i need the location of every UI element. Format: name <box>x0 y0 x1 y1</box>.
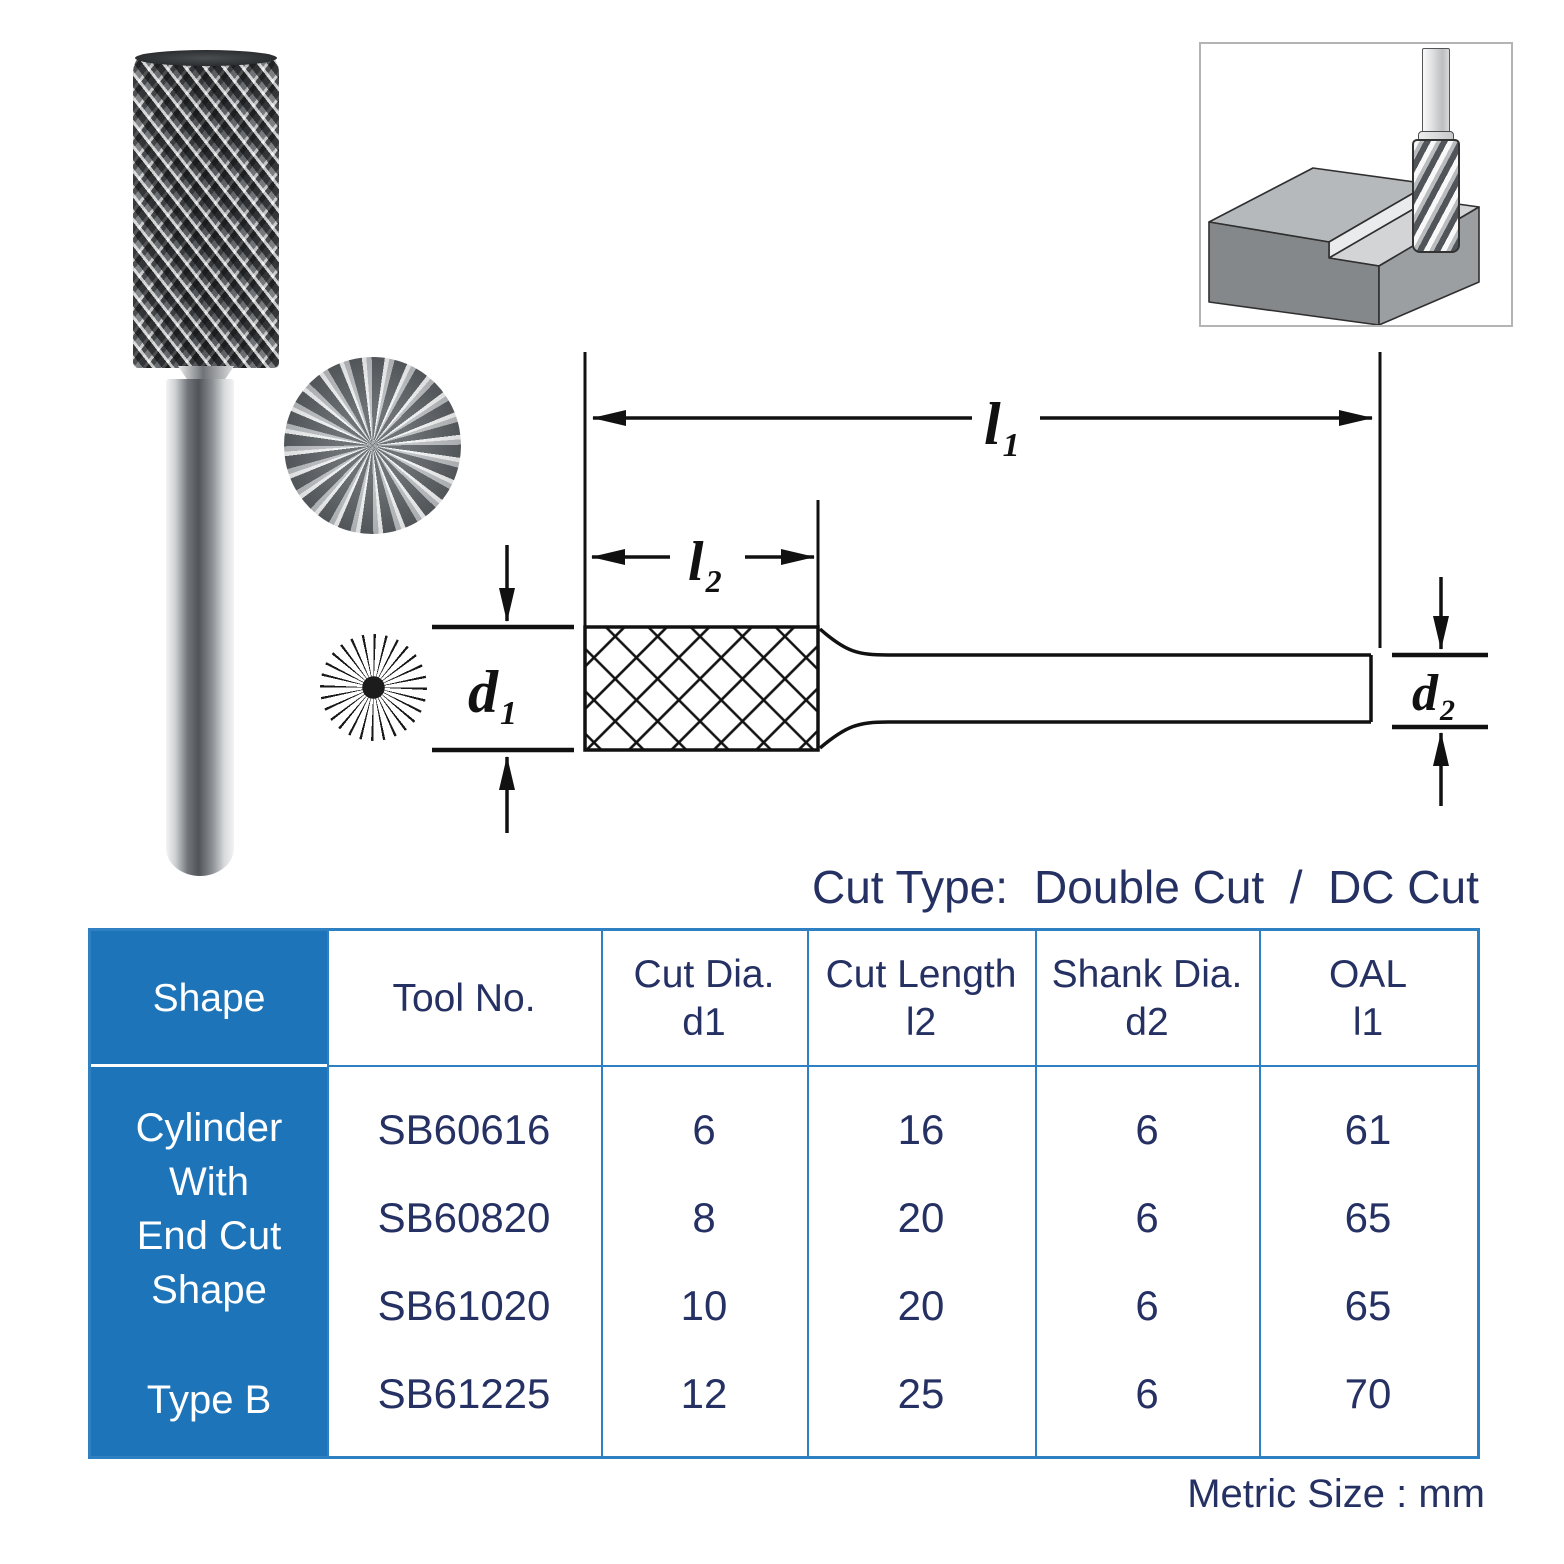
header-tool-no: Tool No. <box>392 976 536 1020</box>
header-shape: Shape <box>152 976 266 1020</box>
shank-dia-value: 6 <box>1135 1370 1159 1417</box>
tool-no-value: SB61020 <box>377 1282 551 1329</box>
table-gridline <box>807 931 809 1456</box>
shape-type-label: Type B <box>146 1378 272 1422</box>
l1-label: l1 <box>984 391 1020 464</box>
d2-dimension: d2 <box>1392 577 1488 806</box>
burr-side-view <box>583 625 1373 752</box>
shank-dia-value: 6 <box>1135 1282 1159 1329</box>
burr-head-photo <box>133 50 279 368</box>
header-shank-dia: Shank Dia.d2 <box>1051 952 1243 1044</box>
d1-label: d1 <box>468 659 517 732</box>
metric-note: Metric Size : mm <box>1187 1472 1485 1516</box>
col-tool-no: SB60616 SB60820 SB61020 SB61225 <box>327 1068 601 1456</box>
l2-label: l2 <box>688 531 722 599</box>
cut-type-line: Cut Type: Double Cut / DC Cut <box>812 860 1512 914</box>
table-gridline <box>601 931 603 1456</box>
tool-shank-illustration <box>1422 48 1450 134</box>
l2-dimension: l2 <box>591 531 815 599</box>
col-oal: 61 65 65 70 <box>1259 1068 1477 1456</box>
col-shank-dia: 6 6 6 6 <box>1035 1068 1259 1456</box>
cut-length-value: 16 <box>897 1106 945 1153</box>
shape-column <box>91 931 327 1456</box>
tool-no-value: SB61225 <box>377 1370 551 1417</box>
cut-dia-value: 10 <box>680 1282 728 1329</box>
burr-end-view-photo <box>284 357 461 534</box>
col-cut-length: 16 20 20 25 <box>807 1068 1035 1456</box>
oal-value: 61 <box>1344 1106 1392 1153</box>
shank-dia-value: 6 <box>1135 1106 1159 1153</box>
table-gridline <box>1259 931 1261 1456</box>
tool-no-value: SB60820 <box>377 1194 551 1241</box>
col-cut-dia: 6 8 10 12 <box>601 1068 807 1456</box>
cut-length-value: 20 <box>897 1194 945 1241</box>
cut-dia-value: 12 <box>680 1370 728 1417</box>
cut-length-value: 20 <box>897 1282 945 1329</box>
tool-no-value: SB60616 <box>377 1106 551 1153</box>
extension-lines <box>583 352 1382 648</box>
table-gridline <box>1035 931 1037 1456</box>
burr-neck-photo <box>178 366 234 381</box>
cut-length-value: 25 <box>897 1370 945 1417</box>
l1-dimension: l1 <box>592 391 1373 464</box>
oal-value: 65 <box>1344 1282 1392 1329</box>
header-separator <box>327 1065 1477 1067</box>
oal-value: 65 <box>1344 1194 1392 1241</box>
usage-illustration <box>1199 42 1513 327</box>
oal-value: 70 <box>1344 1370 1392 1417</box>
shank-dia-value: 6 <box>1135 1194 1159 1241</box>
burr-end-view-drawing <box>320 634 427 741</box>
shape-description: Cylinder With End Cut Shape <box>135 1106 283 1312</box>
tool-burr-illustration <box>1412 139 1460 253</box>
cut-dia-value: 8 <box>692 1194 716 1241</box>
cut-dia-value: 6 <box>692 1106 716 1153</box>
shape-column-separator <box>91 1064 327 1067</box>
d2-label: d2 <box>1412 665 1455 727</box>
cut-type-label: Cut Type: <box>812 861 1009 913</box>
table-gridline <box>327 931 329 1456</box>
cut-type-value: Double Cut / DC Cut <box>1034 861 1479 913</box>
header-cut-dia: Cut Dia.d1 <box>633 952 775 1044</box>
d1-dimension: d1 <box>432 545 574 833</box>
burr-shank-photo <box>166 379 234 876</box>
